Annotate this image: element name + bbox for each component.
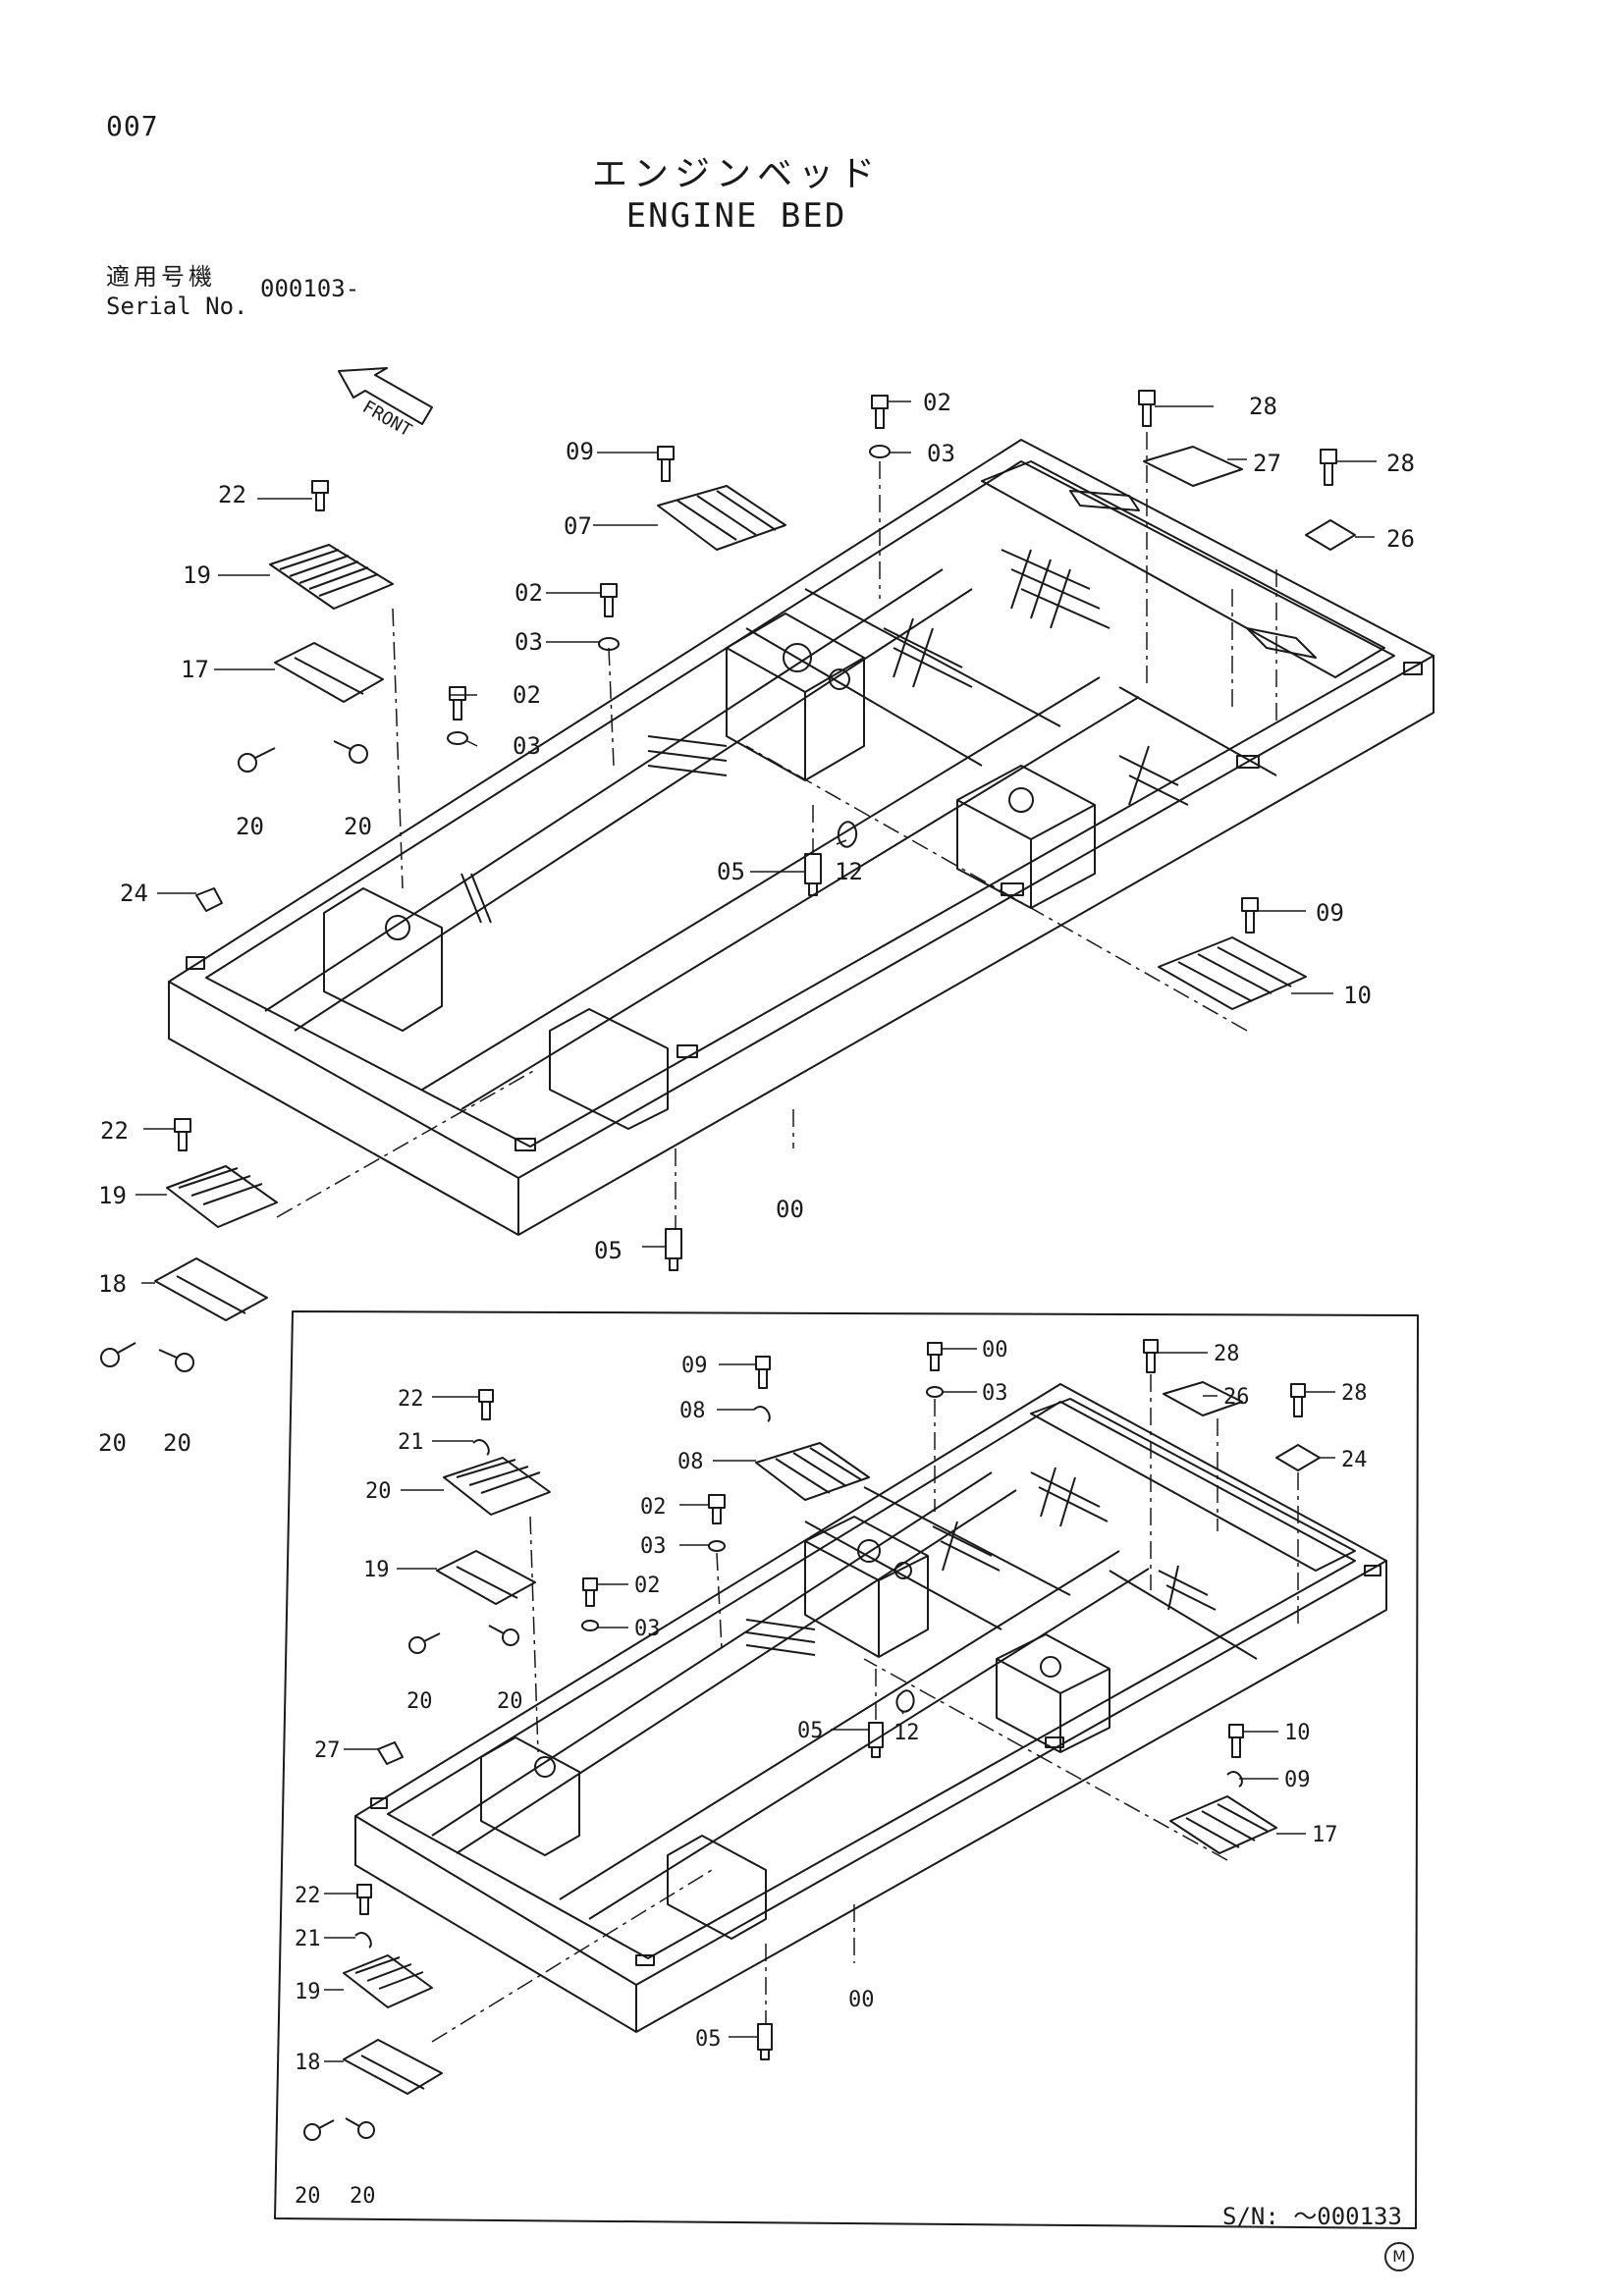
part-label: 20: [163, 1429, 191, 1457]
part-label: 02: [514, 579, 543, 607]
part-label: 02: [923, 389, 951, 416]
part-label: 10: [1343, 982, 1372, 1009]
part-label: 00: [848, 1988, 875, 2012]
part-label: 26: [1386, 525, 1415, 553]
part-label: 08: [679, 1399, 706, 1423]
part-label: 17: [1312, 1823, 1338, 1847]
part-label: 28: [1386, 450, 1415, 477]
part-label: 20: [236, 813, 264, 840]
part-label: 02: [640, 1495, 667, 1520]
part-label: 19: [98, 1182, 127, 1209]
part-label: 10: [1284, 1721, 1311, 1745]
title-english: ENGINE BED: [625, 196, 847, 236]
part-label: 03: [982, 1381, 1008, 1406]
part-label: 19: [183, 561, 211, 589]
part-label: 12: [835, 858, 863, 885]
part-label: 20: [365, 1479, 392, 1504]
part-label: 00: [982, 1338, 1008, 1362]
part-label: 20: [406, 1689, 433, 1714]
part-label: 17: [181, 656, 209, 683]
part-label: 20: [98, 1429, 127, 1457]
part-label: 07: [564, 512, 592, 540]
title-japanese: エンジンベッド: [591, 154, 881, 194]
front-arrow-icon: [338, 367, 433, 425]
part-label: 27: [314, 1738, 341, 1763]
part-label: 22: [218, 481, 246, 508]
part-label: 28: [1214, 1342, 1240, 1366]
part-label: 09: [566, 438, 594, 465]
part-label: 03: [640, 1534, 667, 1559]
part-label: 03: [514, 628, 543, 656]
manufacturer-mark-icon: M: [1384, 2242, 1414, 2271]
part-label: 28: [1341, 1381, 1368, 1406]
page-number: 007: [106, 110, 159, 142]
part-label: 20: [295, 2184, 321, 2209]
lower-diagram-frame: [274, 1310, 1419, 2229]
part-label: 03: [634, 1617, 661, 1641]
part-label: 12: [893, 1721, 920, 1745]
part-label: 20: [344, 813, 372, 840]
serial-label-japanese: 適用号機: [106, 263, 216, 291]
part-label: 03: [927, 440, 955, 467]
part-label: 18: [98, 1270, 127, 1298]
part-label: 02: [634, 1574, 661, 1598]
part-label: 28: [1249, 393, 1277, 420]
part-label: 19: [363, 1558, 390, 1582]
serial-number-value: 000103-: [260, 275, 360, 302]
part-label: 22: [100, 1117, 129, 1145]
part-label: 09: [1284, 1768, 1311, 1792]
part-label: 18: [295, 2051, 321, 2075]
part-label: 22: [295, 1884, 321, 1908]
part-label: 05: [797, 1719, 824, 1743]
part-label: 05: [717, 858, 745, 885]
part-label: 05: [695, 2027, 722, 2052]
part-label: 00: [776, 1196, 804, 1223]
upper-frame: [168, 439, 1435, 1236]
upper-part-labels: 22 19 17 20 20 24 09 07 02 03 02 03 02 0…: [98, 389, 1415, 1457]
part-label: 09: [681, 1354, 708, 1378]
serial-note: S/N: ～000133: [1222, 2203, 1402, 2230]
part-label: 21: [398, 1430, 424, 1455]
part-label: 24: [120, 880, 148, 907]
part-label: 26: [1223, 1385, 1250, 1410]
part-label: 09: [1316, 899, 1344, 927]
part-label: 03: [513, 732, 541, 760]
part-label: 19: [295, 1980, 321, 2004]
part-label: 27: [1253, 450, 1281, 477]
serial-label-english: Serial No.: [106, 293, 248, 320]
part-label: 02: [513, 681, 541, 709]
part-label: 08: [677, 1450, 704, 1474]
part-label: 20: [350, 2184, 376, 2209]
part-label: 22: [398, 1387, 424, 1412]
lower-part-labels: 22 21 20 19 20 20 27 09 08 08 02 03 02 0…: [295, 1338, 1368, 2209]
part-label: 21: [295, 1927, 321, 1951]
part-label: 05: [594, 1237, 623, 1264]
part-label: 24: [1341, 1448, 1368, 1472]
part-label: 20: [497, 1689, 523, 1714]
